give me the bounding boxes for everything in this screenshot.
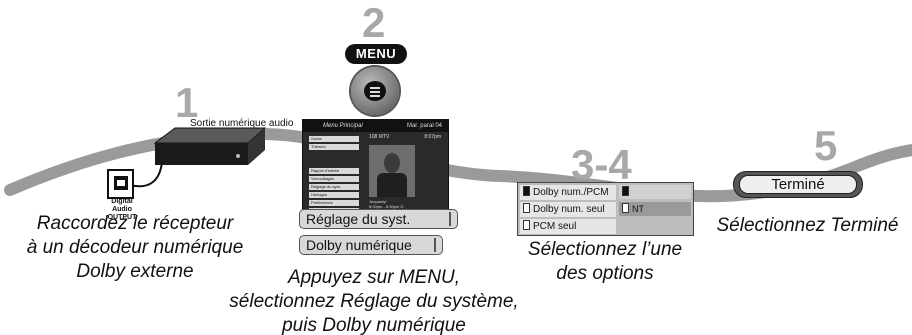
person-body xyxy=(377,173,407,197)
caption-step-3-4: Sélectionnez l’une des options xyxy=(505,238,705,286)
caption-line: Sélectionnez l’une xyxy=(527,239,683,260)
option-value-1: D xyxy=(619,185,691,199)
step-number-2: 2 xyxy=(362,0,386,46)
step-number-3-4: 3-4 xyxy=(571,141,632,188)
receiver-output-label: Sortie numérique audio xyxy=(190,118,294,129)
tv-picture xyxy=(369,145,415,197)
done-button[interactable]: Terminé xyxy=(733,171,863,198)
port-label-line1: Digital Audio xyxy=(111,198,133,213)
menu-lines-icon xyxy=(364,81,386,101)
option-icon xyxy=(523,203,530,213)
option-label: Dolby num. seul xyxy=(533,204,605,215)
tv-channel-line: 108 MTV 8:07pm xyxy=(369,134,441,140)
tv-menu-item[interactable]: Horloges xyxy=(309,192,359,198)
caption-line: des options xyxy=(556,263,654,284)
caption-line: sélectionnez Réglage du système, xyxy=(229,291,519,312)
option-label: Dolby num./PCM xyxy=(533,187,609,198)
caption-step-1: Raccordez le récepteur à un décodeur num… xyxy=(0,212,270,284)
step-number-5: 5 xyxy=(814,122,838,169)
audio-port-icon xyxy=(107,169,134,199)
system-setup-label: Réglage du syst. xyxy=(306,211,411,227)
tv-menu-item[interactable]: Verrouillages xyxy=(309,176,359,182)
menu-button[interactable] xyxy=(351,67,399,115)
tv-menu-item[interactable]: Rappel d'entrée xyxy=(309,168,359,174)
caption-line: Dolby externe xyxy=(76,261,194,282)
done-button-label: Terminé xyxy=(739,175,857,194)
tv-menu-gap xyxy=(309,152,359,166)
step-number-1: 1 xyxy=(175,79,199,126)
caption-step-5: Sélectionnez Terminé xyxy=(703,214,912,238)
tv-screen: Menu Principal Mar. paral 04 Guide Thème… xyxy=(302,119,449,214)
tv-header-date: Mar. paral 04 xyxy=(406,123,442,129)
caption-line: Appuyez sur MENU, xyxy=(287,267,461,288)
caption-line: Sélectionnez Terminé xyxy=(716,215,899,236)
pill-divider xyxy=(449,212,451,226)
menu-label: MENU xyxy=(345,44,407,64)
cable xyxy=(129,161,163,188)
option-icon xyxy=(523,220,530,230)
port-label: Digital Audio OUTPUT xyxy=(102,198,142,222)
tv-program-time: 8:00pm - 8:30pm G xyxy=(369,204,404,209)
tv-time: 8:07pm xyxy=(424,134,441,140)
option-label: PCM seul xyxy=(533,221,577,232)
option-value-text: NT xyxy=(632,204,644,214)
caption-line: puis Dolby numérique xyxy=(282,315,466,335)
receiver-icon xyxy=(153,127,267,165)
tv-program-info: Jeopardy! 8:00pm - 8:30pm G xyxy=(369,199,429,209)
value-icon xyxy=(622,186,629,196)
pill-divider xyxy=(434,238,436,252)
value-icon xyxy=(622,203,629,213)
option-dolby-only[interactable]: Dolby num. seul xyxy=(520,202,616,217)
tv-channel: 108 MTV xyxy=(369,134,390,140)
tv-menu-item[interactable]: Préférences xyxy=(309,200,359,206)
caption-line: à un décodeur numérique xyxy=(26,237,244,258)
tv-menu-list: Guide Thèmes Rappel d'entrée Verrouillag… xyxy=(309,136,359,216)
tv-header-title: Menu Principal xyxy=(323,123,363,129)
caption-step-2: Appuyez sur MENU, sélectionnez Réglage d… xyxy=(224,266,524,335)
tv-menu-item[interactable]: Guide xyxy=(309,136,359,142)
tv-program-title: Jeopardy! xyxy=(369,199,387,204)
port-label-line2: OUTPUT xyxy=(107,214,137,221)
dolby-item[interactable]: Dolby numérique xyxy=(299,235,443,255)
option-pcm-only[interactable]: PCM seul xyxy=(520,219,616,234)
caption-line: Raccordez le récepteur xyxy=(36,213,234,234)
tv-menu-item[interactable]: Réglage du syst. xyxy=(309,184,359,190)
option-dolby-pcm[interactable]: Dolby num./PCM xyxy=(520,185,616,200)
selected-icon xyxy=(523,186,530,196)
system-setup-item[interactable]: Réglage du syst. xyxy=(299,209,458,229)
options-panel: Dolby num./PCM Dolby num. seul PCM seul … xyxy=(517,182,694,236)
option-value-2: NT xyxy=(619,202,691,216)
person-head xyxy=(384,153,400,173)
dolby-label: Dolby numérique xyxy=(306,237,412,253)
tv-menu-item[interactable]: Thèmes xyxy=(309,144,359,150)
tv-header: Menu Principal Mar. paral 04 xyxy=(303,120,448,132)
